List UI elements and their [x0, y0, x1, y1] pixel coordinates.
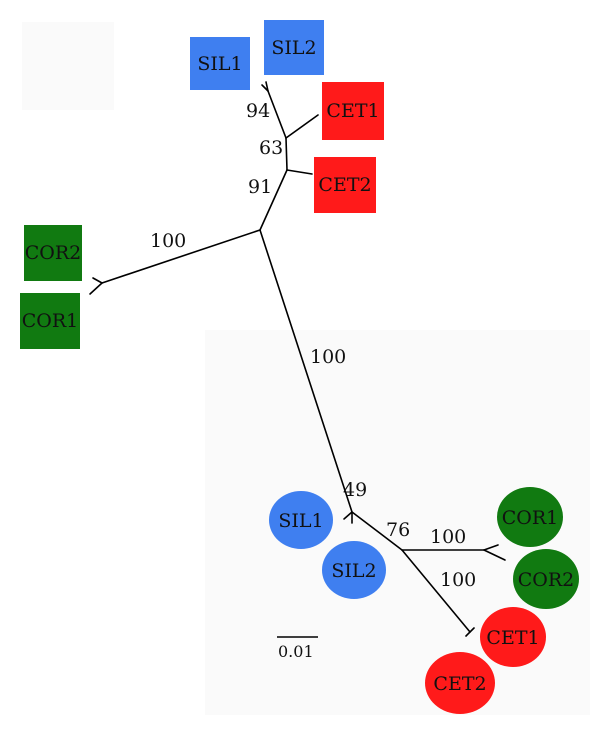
branch — [483, 549, 506, 561]
branch — [101, 229, 261, 284]
branch — [285, 114, 319, 139]
support-value: 94 — [246, 100, 270, 122]
taxon-box — [24, 225, 82, 281]
taxon-label: CET2 — [433, 673, 486, 695]
support-value: 76 — [386, 519, 410, 541]
taxon-label: COR2 — [25, 242, 82, 264]
taxon-circle — [322, 541, 386, 599]
support-value: 49 — [343, 479, 367, 501]
taxon-box — [20, 293, 80, 349]
taxon-label: SIL2 — [331, 560, 376, 582]
taxon-label: CET1 — [326, 100, 379, 122]
support-value: 91 — [248, 176, 272, 198]
square-taxon-cor2: COR2 — [24, 225, 82, 281]
branch — [351, 511, 403, 551]
circle-taxon-sil1: SIL1 — [269, 491, 333, 549]
taxon-circle — [497, 487, 563, 547]
taxon-label: CET1 — [486, 627, 539, 649]
circle-taxon-cor1: COR1 — [497, 487, 563, 547]
taxon-label: COR2 — [518, 569, 575, 591]
background-panel — [22, 22, 114, 110]
branch — [465, 627, 475, 637]
scale-bar: 0.01 — [277, 636, 318, 661]
tree-branches — [89, 81, 506, 637]
taxon-circle — [480, 607, 546, 667]
circle-taxon-cet1: CET1 — [480, 607, 546, 667]
support-value: 63 — [259, 137, 283, 159]
taxon-box — [314, 157, 376, 213]
square-taxon-sil2: SIL2 — [264, 20, 324, 75]
branch — [89, 282, 103, 295]
taxon-label: COR1 — [22, 310, 79, 332]
circle-taxon-cor2: COR2 — [513, 549, 579, 609]
taxon-label: SIL2 — [271, 37, 316, 59]
taxon-label: CET2 — [318, 174, 371, 196]
branch — [265, 81, 269, 92]
support-value: 100 — [440, 569, 476, 591]
square-taxon-cet2: CET2 — [314, 157, 376, 213]
taxon-box — [190, 37, 250, 90]
branch — [92, 277, 103, 284]
taxon-label: COR1 — [502, 507, 559, 529]
taxon-circle — [425, 652, 495, 714]
support-value: 100 — [430, 526, 466, 548]
taxon-circle — [269, 491, 333, 549]
square-taxon-sil1: SIL1 — [190, 37, 250, 90]
branch-central — [259, 229, 353, 513]
support-value: 100 — [310, 346, 346, 368]
branch — [285, 137, 288, 171]
branch — [483, 544, 499, 551]
square-taxon-cor1: COR1 — [20, 293, 80, 349]
square-taxon-cet1: CET1 — [322, 82, 384, 140]
circle-taxon-cet2: CET2 — [425, 652, 495, 714]
taxon-circle — [513, 549, 579, 609]
branch — [259, 169, 288, 231]
branch — [401, 549, 471, 633]
taxon-label: SIL1 — [197, 53, 242, 75]
scale-bar-label: 0.01 — [278, 642, 314, 661]
taxon-box — [322, 82, 384, 140]
branch — [267, 90, 287, 139]
branch — [286, 169, 313, 175]
taxon-label: SIL1 — [278, 510, 323, 532]
support-value: 100 — [150, 230, 186, 252]
circle-taxon-sil2: SIL2 — [322, 541, 386, 599]
branch — [343, 511, 353, 520]
taxon-box — [264, 20, 324, 75]
